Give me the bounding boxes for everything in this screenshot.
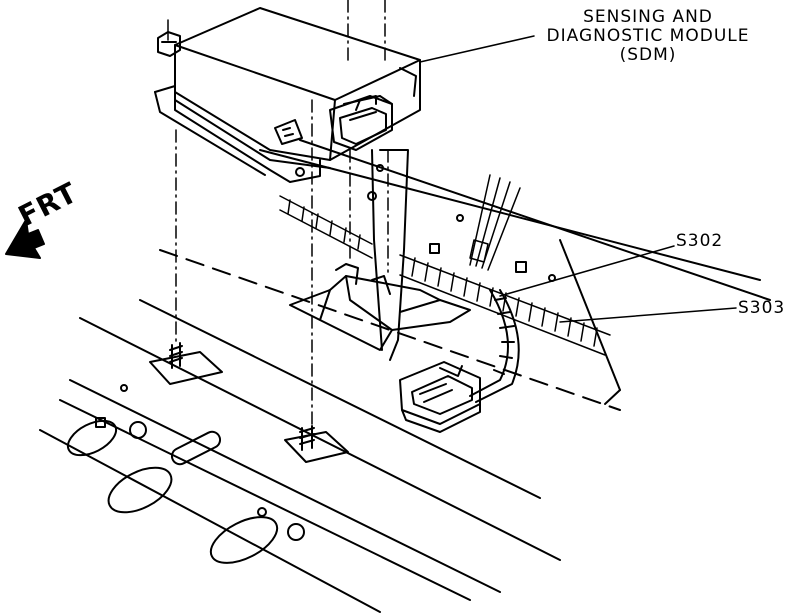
wiring-conduit xyxy=(279,195,611,356)
s302-label: S302 xyxy=(676,231,724,251)
sdm-module xyxy=(154,7,421,183)
sdm-connector xyxy=(329,95,393,151)
sdm-label-line3: (SDM) xyxy=(619,45,677,65)
harness-connector xyxy=(399,361,481,433)
sdm-label-line2: DIAGNOSTIC MODULE xyxy=(546,26,750,46)
front-arrow-icon xyxy=(5,219,45,259)
nut xyxy=(157,31,181,57)
alignment-lines xyxy=(167,0,389,427)
mounting-stud-left xyxy=(149,342,223,385)
sdm-label-line1: SENSING AND xyxy=(583,7,713,27)
s303-label: S303 xyxy=(738,298,786,318)
sdm-label: SENSING AND DIAGNOSTIC MODULE (SDM) xyxy=(528,8,768,65)
leader-lines xyxy=(419,35,737,323)
mounting-stud-right xyxy=(284,425,349,463)
mounting-bracket xyxy=(289,263,471,351)
floor-holes xyxy=(66,164,556,564)
branch-wires xyxy=(469,174,521,271)
harness-loop xyxy=(371,149,520,403)
